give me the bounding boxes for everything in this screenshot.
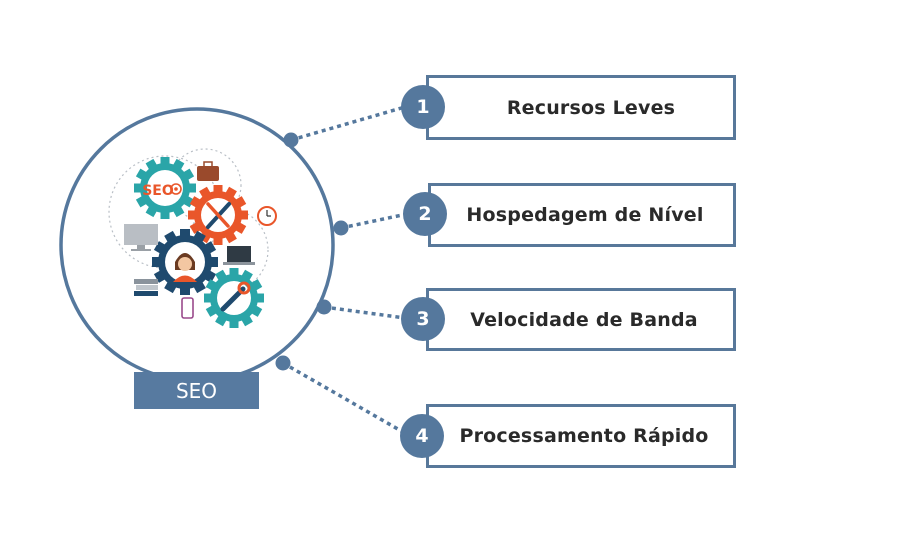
monitor-icon — [124, 224, 158, 251]
item-number-badge-3: 3 — [401, 297, 445, 341]
item-number-badge-2: 2 — [403, 192, 447, 236]
connector-dot-3 — [316, 299, 332, 315]
connector-dot-1 — [283, 132, 299, 148]
item-label-1: Recursos Leves — [506, 96, 676, 119]
connector-dot-4 — [275, 355, 291, 371]
item-number-badge-1: 1 — [401, 85, 445, 129]
connector-line-4 — [282, 361, 404, 434]
connector-line-2 — [340, 212, 408, 230]
wrench-gear-icon — [204, 268, 264, 328]
connector-dots — [275, 132, 349, 371]
clock-icon — [257, 206, 277, 226]
connector-line-3 — [323, 305, 406, 320]
item-box-4: Processamento Rápido — [426, 404, 736, 468]
item-box-1: Recursos Leves — [426, 75, 736, 140]
seo-gear-icon: SEO — [134, 157, 196, 219]
phone-icon — [181, 297, 194, 319]
connector-line-1 — [290, 105, 406, 142]
laptop-icon — [223, 246, 255, 265]
item-label-2: Hospedagem de Nível — [466, 204, 704, 226]
connector-dot-2 — [333, 220, 349, 236]
books-icon — [134, 279, 158, 296]
item-number-badge-4: 4 — [400, 414, 444, 458]
item-box-2: Hospedagem de Nível — [428, 183, 736, 247]
tools-gear-icon — [188, 185, 248, 245]
item-box-3: Velocidade de Banda — [426, 288, 736, 351]
item-label-4: Processamento Rápido — [459, 425, 709, 447]
item-label-3: Velocidade de Banda — [470, 308, 698, 331]
hub-label: SEO — [134, 372, 259, 409]
connector-lines — [282, 105, 408, 434]
seo-gear-text: SEO — [142, 183, 174, 199]
person-gear-icon — [152, 229, 218, 295]
briefcase-icon — [197, 161, 219, 181]
